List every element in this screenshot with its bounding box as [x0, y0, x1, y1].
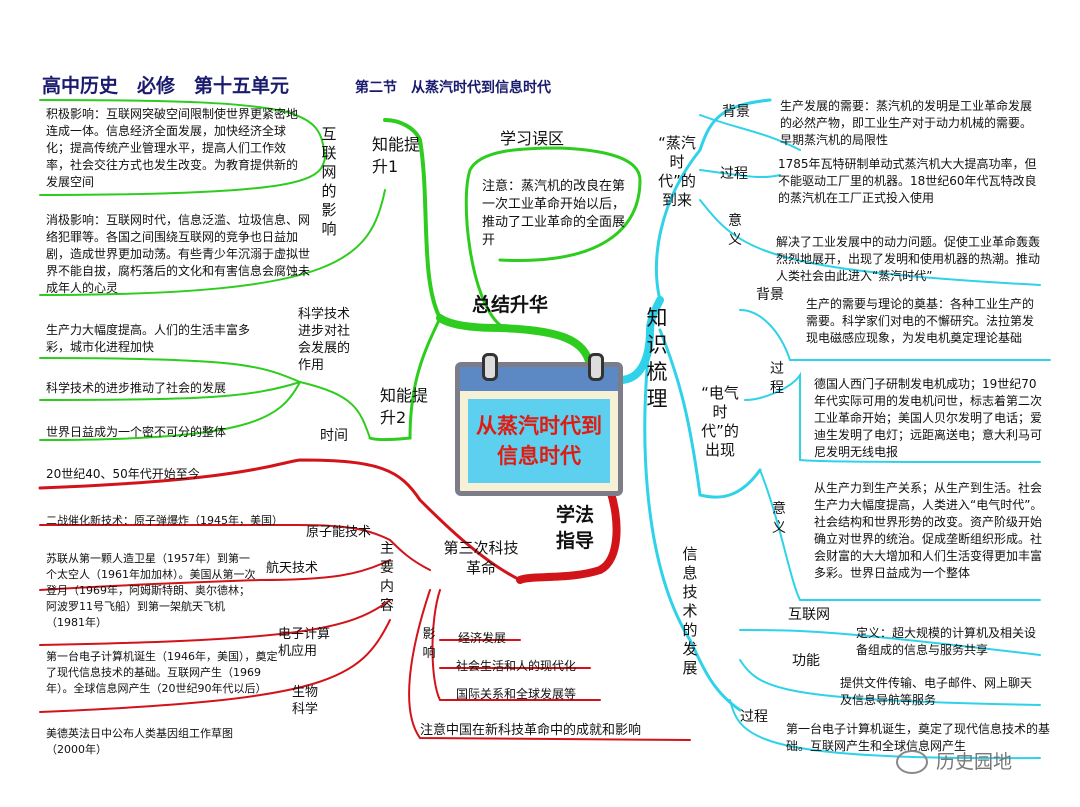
- space-text: 苏联从第一颗人造卫星（1957年）到第一个太空人（1961年加加林）。美国从第一…: [46, 552, 256, 629]
- cyan-info-proc: [729, 699, 1041, 760]
- green-tech: [39, 357, 371, 439]
- steam-bg-text: 生产发展的需要：蒸汽机的发明是工业革命发展的必然产物，即工业生产对于动力机械的需…: [780, 99, 1033, 147]
- cyan-steam-mean: [699, 199, 1041, 286]
- green-pos-top: [39, 99, 326, 159]
- internet-impact-label: 互联网的影响: [321, 125, 337, 238]
- red-space: [39, 559, 391, 591]
- green-trunk: [436, 314, 594, 369]
- green-effect2: [39, 381, 301, 401]
- bio-label: 生物科学: [292, 685, 319, 717]
- branch-knowledge: 知识梳理: [646, 306, 668, 411]
- atomic-label: 原子能技术: [306, 525, 372, 540]
- steam-mean-label: 意义: [728, 213, 742, 248]
- wechat-icon: [896, 750, 928, 774]
- info-net-label: 互联网: [788, 607, 830, 623]
- info-func-text: 提供文件传输、电子邮件、网上聊天及信息导航等服务: [840, 676, 1033, 707]
- green-branch-up: [383, 118, 442, 320]
- third-revolution-label: 第三次科技革命: [443, 539, 519, 577]
- red-bio: [39, 619, 391, 713]
- electric-title: “电气时代”的出现: [701, 384, 739, 459]
- cyan-info-net: [739, 629, 1041, 656]
- electric-bg-label: 背景: [756, 287, 784, 303]
- header-subtitle: 第二节 从蒸汽时代到信息时代: [355, 80, 551, 96]
- green-neg-line: [39, 189, 386, 296]
- red-content: [39, 524, 431, 571]
- center-inner: 从蒸汽时代到信息时代: [468, 399, 610, 483]
- china-note: 注意中国在新科技革命中的成就和影响: [420, 723, 642, 738]
- cyan-steam-bg: [699, 114, 801, 151]
- cyan-elec-bg: [739, 309, 1051, 361]
- watermark-text: 历史园地: [936, 750, 1013, 773]
- green-branch-mistake: [464, 146, 642, 327]
- info-func-label: 功能: [792, 653, 820, 669]
- header-title: 高中历史 必修 第十五单元: [42, 75, 290, 97]
- cyan-info: [643, 338, 742, 712]
- center-node: 从蒸汽时代到信息时代: [455, 353, 623, 496]
- cyan-electric: [658, 328, 762, 499]
- ring-icon: [588, 353, 604, 381]
- green-effect3: [39, 381, 301, 441]
- red-china: [408, 589, 691, 741]
- effect-3: 世界日益成为一个密不可分的整体: [46, 425, 227, 439]
- tech-society-label: 科学技术进步对社会发展的作用: [298, 307, 351, 373]
- influence-label: 影响: [422, 627, 436, 661]
- red-influence: [431, 589, 601, 701]
- cyan-elec-proc: [744, 371, 1041, 463]
- steam-title: “蒸汽时代”的到来: [658, 134, 696, 209]
- electric-mean-text: 从生产力到生产关系；从生产到生活。社会生产力大幅度提高，人类进入“电气时代”。社…: [814, 481, 1043, 580]
- main-content-label: 主要内容: [380, 541, 394, 614]
- ability2-label: 知能提升2: [380, 386, 429, 427]
- red-trunk: [516, 486, 621, 584]
- green-ability2: [368, 316, 442, 441]
- cyan-steam-proc: [699, 169, 781, 179]
- computer-label: 电子计算机应用: [278, 627, 331, 659]
- center-title: 从蒸汽时代到信息时代: [476, 414, 602, 468]
- branch-summary: 总结升华: [472, 294, 549, 316]
- atomic-text: 二战催化新技术：原子弹爆炸（1945年，美国）: [46, 514, 283, 527]
- steam-bg-label: 背景: [722, 104, 750, 120]
- red-main: [38, 458, 522, 582]
- red-computer: [39, 599, 391, 646]
- mistake-title: 学习误区: [500, 129, 565, 148]
- cyan-steam: [654, 98, 772, 302]
- time-label: 时间: [320, 428, 348, 444]
- steam-mean-text: 解决了工业发展中的动力问题。促使工业革命轰轰烈烈地展开，出现了发明和使用机器的热…: [776, 235, 1041, 283]
- influence-item-1: 经济发展: [458, 631, 507, 645]
- positive-impact: 积极影响：互联网突破空间限制使世界更紧密地连成一体。信息经济全面发展，加快经济全…: [46, 107, 299, 189]
- influence-item-3: 国际关系和全球发展等: [456, 687, 577, 701]
- computer-text: 第一台电子计算机诞生（1946年，美国），奠定了现代信息技术的基础。互联网产生（…: [46, 650, 278, 695]
- influence-item-2: 社会生活和人的现代化: [456, 659, 577, 673]
- cyan-trunk: [616, 296, 664, 384]
- steam-proc-text: 1785年瓦特研制单动式蒸汽机大大提高功率，但不能驱动工厂里的机器。18世纪60…: [778, 157, 1037, 205]
- info-net-text: 定义：超大规模的计算机及相关设备组成的信息与服务共享: [856, 626, 1037, 657]
- mistake-text: 注意：蒸汽机的改良在第一次工业革命开始以后，推动了工业革命的全面展开: [482, 179, 626, 248]
- cyan-info-func: [739, 659, 1041, 706]
- bio-text: 美德英法日中公布人类基因组工作草图（2000年）: [46, 727, 233, 756]
- steam-proc-label: 过程: [720, 166, 748, 182]
- ring-icon: [482, 353, 498, 381]
- electric-proc-label: 过程: [770, 361, 784, 396]
- info-proc-label: 过程: [740, 709, 768, 725]
- watermark: 历史园地: [896, 750, 1012, 774]
- ability1-label: 知能提升1: [372, 135, 421, 176]
- branch-method: 学法指导: [556, 504, 595, 552]
- electric-proc-text: 德国人西门子研制发电机成功；19世纪70年代实际可用的发电机问世，标志着第二次工…: [814, 377, 1043, 459]
- cyan-elec-mean: [759, 469, 1041, 601]
- effect-2: 科学技术的进步推动了社会的发展: [46, 381, 227, 395]
- info-title: 信息技术的发展: [682, 545, 698, 677]
- electric-bg-text: 生产的需要与理论的奠基：各种工业生产的需要。科学家们对电的不懈研究。法拉第发现电…: [806, 297, 1035, 345]
- time-text: 20世纪40、50年代开始至今: [46, 467, 200, 481]
- space-label: 航天技术: [266, 561, 319, 576]
- green-pos-line: [39, 157, 326, 196]
- info-proc-text: 第一台电子计算机诞生，奠定了现代信息技术的基础。互联网产生和全球信息网产生: [786, 722, 1051, 753]
- effect-1: 生产力大幅度提高。人们的生活丰富多彩，城市化进程加快: [46, 323, 251, 354]
- negative-impact: 消极影响：互联网时代，信息泛滥、垃圾信息、网络犯罪等。各国之间围绕互联网的竞争也…: [46, 213, 311, 295]
- electric-mean-label: 意义: [772, 501, 786, 536]
